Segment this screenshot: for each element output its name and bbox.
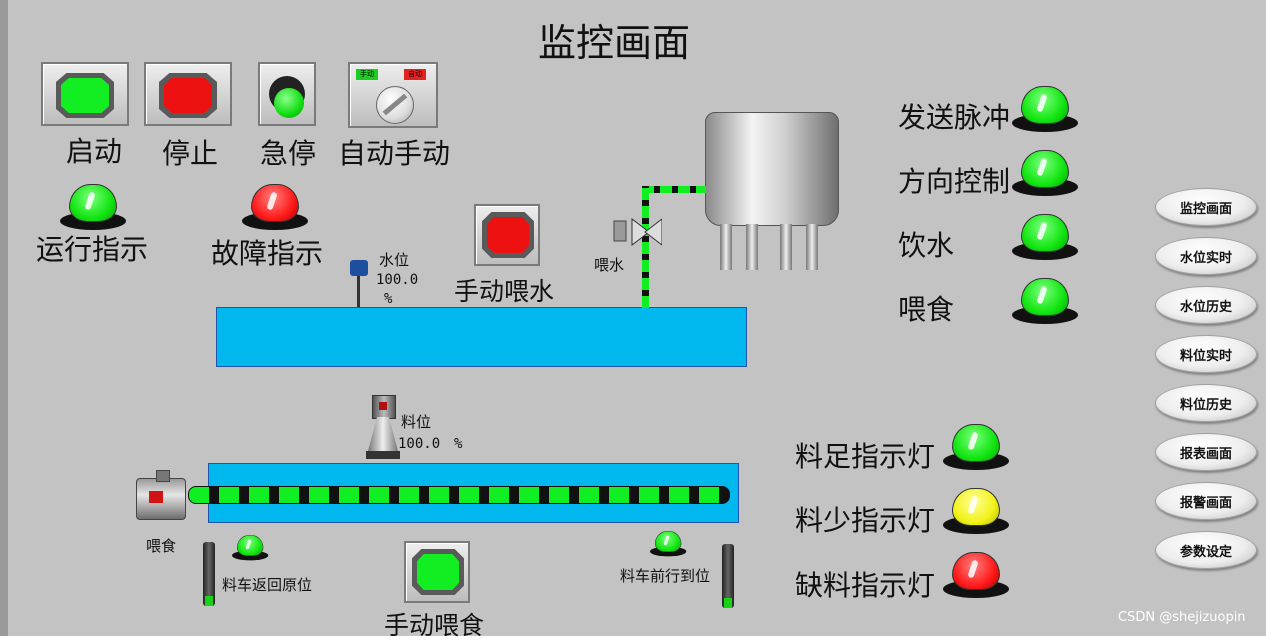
material-sensor-base [366,451,400,459]
selector-knob [376,86,414,124]
water-valve-label: 喂水 [594,256,625,274]
cart-forward-sensor-icon [722,544,734,608]
run-indicator-label: 运行指示 [36,233,149,266]
start-button-face [56,73,114,118]
cart-return-lamp [232,534,269,561]
material-lamp-empty [943,550,1009,598]
auto-tag: 自动 [404,69,426,80]
nav-material-history-button[interactable]: 料位历史 [1155,384,1257,422]
manual-water-face [482,212,534,258]
status-lamp-direction [1012,148,1078,196]
material-level-sensor-icon [372,395,396,419]
cart-return-sensor-icon [203,542,215,606]
status-label-direction: 方向控制 [898,165,1011,198]
nav-water-history-button[interactable]: 水位历史 [1155,286,1257,324]
stop-label: 停止 [162,137,219,170]
manual-feed-label: 手动喂食 [384,611,485,640]
material-lamp-full [943,422,1009,470]
water-pipe-horizontal [642,186,706,193]
water-level-value: 100.0 [376,272,419,288]
water-valve-icon[interactable] [612,213,662,251]
nav-alarm-button[interactable]: 报警画面 [1155,482,1257,520]
stop-button-face [159,73,217,118]
cart-forward-label: 料车前行到位 [620,567,711,585]
auto-manual-label: 自动手动 [338,137,451,170]
estop-label: 急停 [260,137,317,170]
feed-conveyor [188,486,730,504]
estop-mushroom [274,88,304,118]
fault-indicator-label: 故障指示 [211,237,324,270]
material-level-label: 料位 [401,413,432,431]
nav-water-realtime-button[interactable]: 水位实时 [1155,237,1257,275]
manual-feed-button[interactable] [404,541,470,603]
status-lamp-pulse [1012,84,1078,132]
tank-leg-1 [720,224,732,270]
manual-feed-face [412,549,464,595]
nav-material-realtime-button[interactable]: 料位实时 [1155,335,1257,373]
material-label-empty: 缺料指示灯 [795,569,936,602]
material-level-value: 100.0 [398,436,441,452]
run-indicator-lamp [60,182,126,230]
status-lamp-feed [1012,276,1078,324]
stop-button[interactable] [144,62,232,126]
tank-leg-4 [806,224,818,270]
fault-indicator-lamp [242,182,308,230]
material-label-low: 料少指示灯 [795,504,936,537]
start-button[interactable] [41,62,129,126]
water-level-unit: % [384,291,393,307]
nav-monitor-button[interactable]: 监控画面 [1155,188,1257,226]
cart-return-label: 料车返回原位 [222,576,313,594]
nav-settings-button[interactable]: 参数设定 [1155,531,1257,569]
selector-pointer [382,93,408,116]
status-label-drink: 饮水 [898,229,955,262]
motor-terminal-box [156,470,170,482]
feed-motor-label: 喂食 [146,537,177,555]
manual-water-button[interactable] [474,204,540,266]
water-level-label: 水位 [379,251,410,269]
water-trough [216,307,747,367]
status-label-pulse: 发送脉冲 [898,101,1011,134]
storage-tank [705,112,839,226]
manual-water-label: 手动喂水 [454,277,555,306]
material-label-full: 料足指示灯 [795,440,936,473]
water-level-probe [357,276,360,326]
cart-forward-lamp [650,530,687,557]
material-sensor-horn [368,417,398,451]
watermark: CSDN @shejizuopin [1118,610,1246,625]
page-title: 监控画面 [538,21,691,65]
emergency-stop-button[interactable] [258,62,316,126]
manual-tag: 手动 [356,69,378,80]
material-level-unit: % [454,436,463,452]
tank-leg-2 [746,224,758,270]
auto-manual-switch[interactable]: 手动 自动 [348,62,438,128]
feed-motor-icon[interactable] [136,478,186,520]
status-label-feed: 喂食 [898,293,955,326]
start-label: 启动 [66,135,123,168]
material-lamp-low [943,486,1009,534]
tank-leg-3 [780,224,792,270]
water-level-sensor-icon [350,260,368,276]
status-lamp-drink [1012,212,1078,260]
water-pipe-vertical [642,186,649,308]
nav-report-button[interactable]: 报表画面 [1155,433,1257,471]
